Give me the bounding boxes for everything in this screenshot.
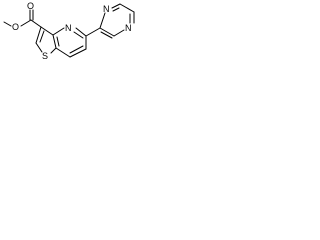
s1-c7a-bond (50, 47, 57, 54)
c3a-c7a-bond (52, 34, 57, 49)
pyridine-pyrazine-bond (85, 27, 101, 37)
ester-o-carbonyl-bond (20, 19, 32, 27)
ester-oxygen-label: O (12, 22, 19, 32)
pz-c5-c6-bond (119, 3, 135, 13)
carbonyl-c3-bond (30, 19, 42, 28)
pyrazine-nitrogen-2-label: N (125, 23, 132, 33)
pz-c6-n1-bond (111, 3, 121, 9)
c3-c2-bond (35, 26, 42, 44)
thiophene-sulfur-label: S (42, 51, 48, 61)
c6-c7-bond (69, 48, 87, 58)
pyrazine-ring (99, 3, 135, 39)
thiophene-ring (35, 26, 57, 54)
pyridine-nitrogen-label: N (65, 23, 72, 33)
c2-s1-bond (35, 42, 43, 53)
n4-c5-double-bond (73, 31, 84, 39)
pyridine-ring (52, 27, 87, 58)
c3-c2-double-bond (39, 30, 45, 43)
pz-c3-n4-bond (113, 29, 125, 37)
c6-c7-double-bond (69, 45, 84, 54)
c3a-c7a-double-bond (56, 36, 60, 47)
methyl-ester-group (3, 9, 42, 28)
carbonyl-oxygen-label: O (27, 1, 34, 11)
n4-c5-bond (75, 27, 87, 37)
c3-c3a-bond (40, 26, 54, 36)
chemical-structure: O O S N N N (3, 1, 135, 61)
pz-n1-c2-bond (99, 12, 106, 29)
methyl-bond (3, 21, 12, 27)
pyrazine-nitrogen-1-label: N (103, 4, 110, 14)
c7-c7a-bond (55, 47, 71, 58)
pz-c2-c3-bond (99, 27, 115, 37)
c3a-n4-bond (52, 27, 65, 36)
pz-c2-c3-double-bond (100, 31, 113, 39)
pz-c6-n1-double-bond (112, 7, 120, 12)
